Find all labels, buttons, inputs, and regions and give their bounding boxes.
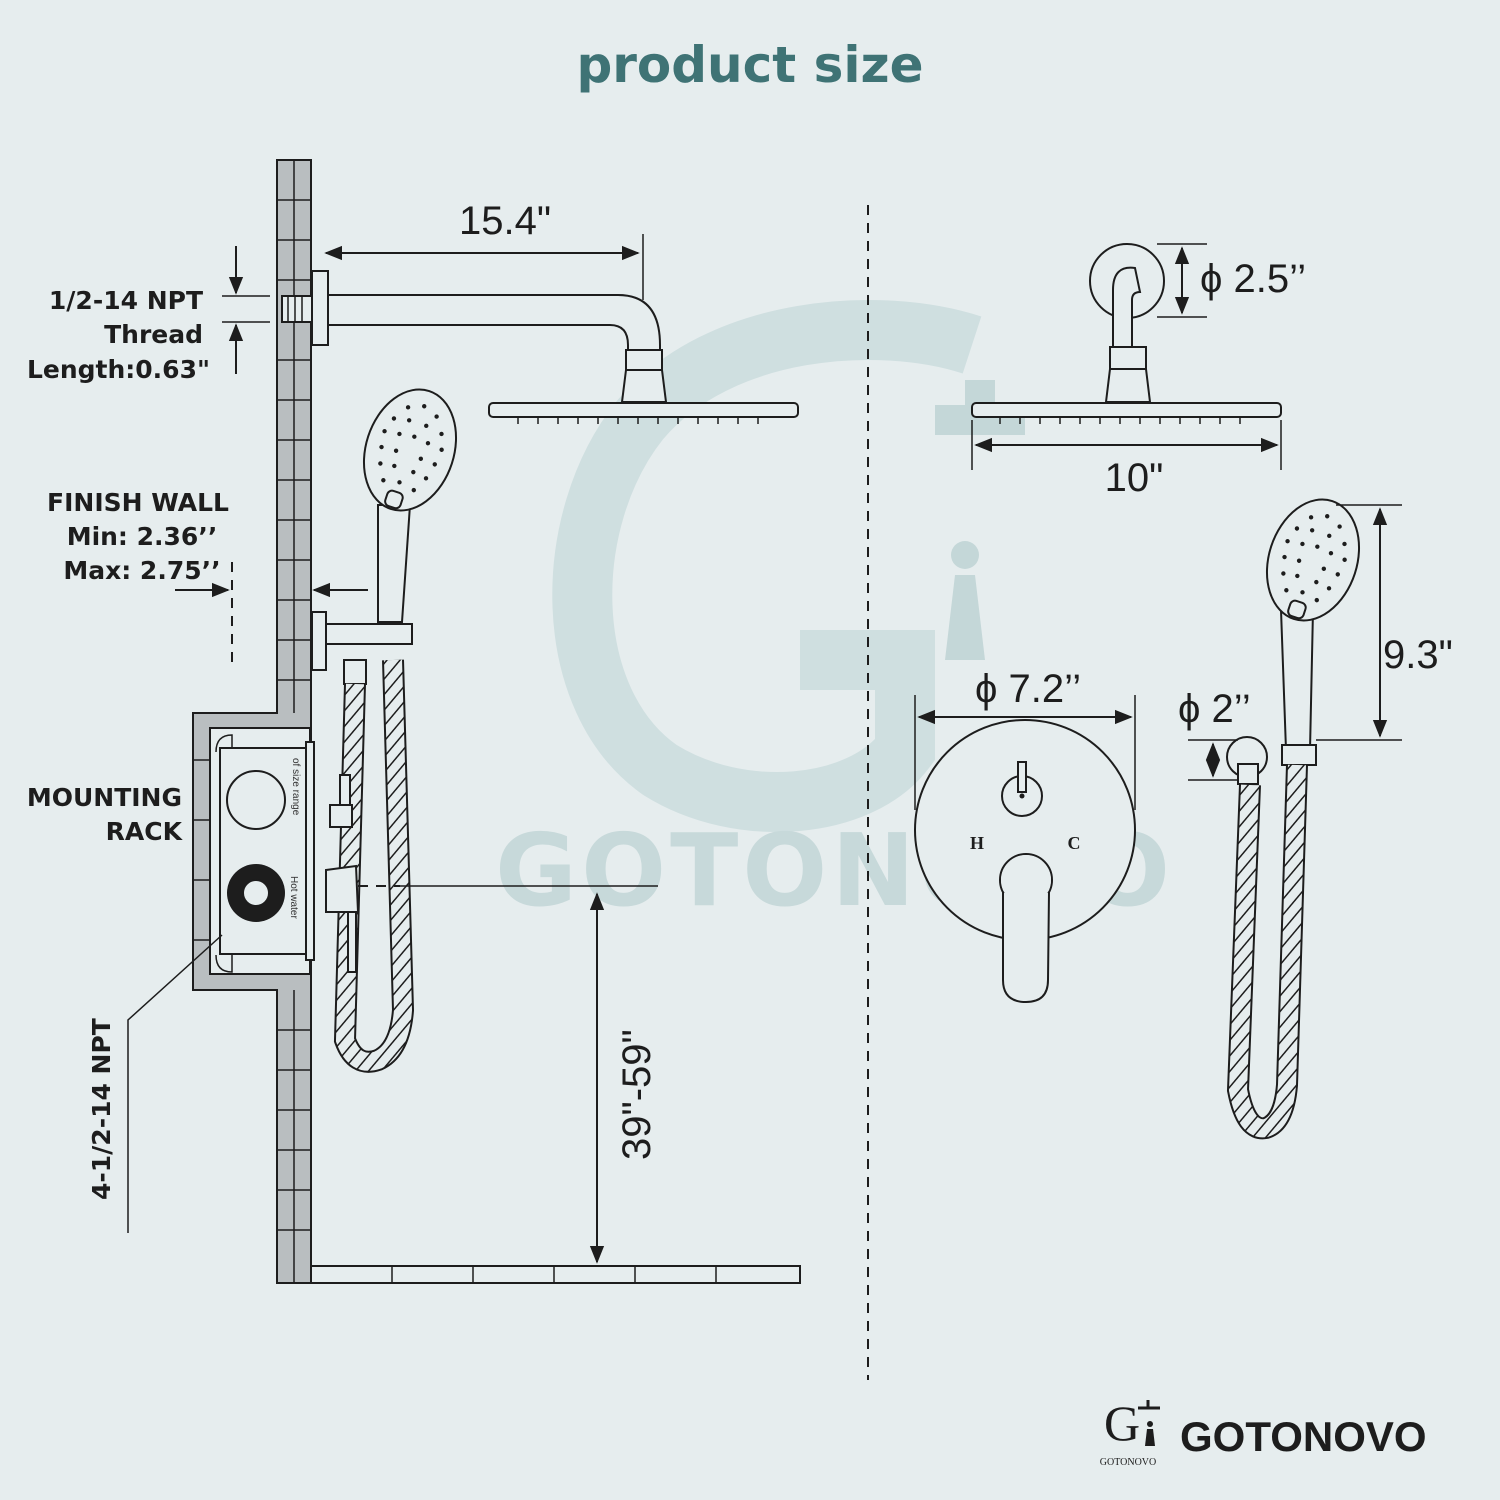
diverter-rod bbox=[339, 774, 351, 806]
arm-thread-lines bbox=[287, 296, 303, 322]
cold-label: C bbox=[1068, 833, 1081, 853]
height-range-label: 39"-59" bbox=[615, 1029, 659, 1160]
valve-port-top bbox=[226, 770, 286, 830]
arm-nut-front bbox=[1109, 346, 1147, 370]
valve-handle-side bbox=[325, 864, 360, 913]
holder-diameter-label: ϕ 2’’ bbox=[1178, 687, 1251, 731]
diverter-knob-dot bbox=[1019, 793, 1025, 799]
diverter-stem bbox=[329, 804, 353, 828]
arm-front bbox=[1112, 266, 1142, 351]
watermark-figure-body bbox=[945, 575, 985, 660]
trim-plate-front: H C ϕ 7.2’’ bbox=[914, 667, 1136, 1004]
finish-wall-label-3: Max: 2.75’’ bbox=[63, 556, 220, 585]
rack-clip-bottom bbox=[215, 954, 233, 973]
handheld-length-label: 9.3" bbox=[1383, 633, 1453, 677]
finish-wall-label-2: Min: 2.36’’ bbox=[67, 522, 218, 551]
arm-length-label: 15.4" bbox=[459, 199, 551, 243]
holder-front bbox=[1281, 744, 1317, 766]
valve-handle-lever bbox=[347, 911, 357, 973]
hot-label: H bbox=[970, 833, 984, 853]
flange-diameter-label: ϕ 2.5’’ bbox=[1200, 257, 1306, 301]
head-connector bbox=[620, 369, 668, 403]
height-dimension: 39"-59" bbox=[358, 885, 659, 1264]
handle-hub-fill bbox=[1001, 855, 1051, 905]
wall-section bbox=[192, 159, 801, 1284]
watermark-logo-g bbox=[552, 300, 982, 832]
watermark-figure-icon bbox=[951, 541, 979, 569]
rain-head-side bbox=[488, 402, 799, 418]
logo-letter: G bbox=[1104, 1395, 1140, 1451]
valve-note-1: of size range bbox=[290, 758, 301, 816]
rain-shower-side: 15.4" bbox=[281, 199, 799, 424]
page-title: product size bbox=[576, 36, 923, 94]
brand-logo: G GOTONOVO GOTONOVO bbox=[1100, 1395, 1427, 1468]
holder-flange bbox=[311, 611, 327, 671]
hose-side-texture bbox=[335, 659, 413, 1071]
head-width-label: 10" bbox=[1105, 456, 1164, 500]
inlet-leader bbox=[127, 934, 223, 1233]
arm-flange bbox=[311, 270, 329, 346]
inlet-label: 4-1/2-14 NPT bbox=[87, 1018, 116, 1200]
rain-shower-front: ϕ 2.5’’ 10" bbox=[971, 243, 1306, 500]
thread-dimension: 1/2-14 NPT Thread Length:0.63" bbox=[27, 246, 270, 384]
arm-thread bbox=[281, 295, 313, 323]
handheld-front-head bbox=[1265, 498, 1361, 622]
handheld-side-head bbox=[362, 388, 458, 512]
floor-tile-lines bbox=[391, 1266, 717, 1283]
mounting-rack-label-1: MOUNTING bbox=[27, 783, 182, 812]
finish-wall-dimension: FINISH WALL Min: 2.36’’ Max: 2.75’’ bbox=[47, 488, 368, 668]
arm-nut bbox=[625, 349, 663, 371]
finish-wall-label-1: FINISH WALL bbox=[47, 488, 229, 517]
shower-figure-logo-icon bbox=[1138, 1400, 1160, 1446]
shower-arm bbox=[327, 294, 661, 351]
valve-note-2: Hot water bbox=[288, 876, 299, 919]
holder-connector-front bbox=[1237, 763, 1259, 785]
handheld-front-handle bbox=[1279, 609, 1315, 751]
thread-label-2: Thread bbox=[104, 320, 203, 349]
floor bbox=[310, 1265, 801, 1284]
rack-plate bbox=[305, 741, 315, 961]
rain-head-front-nozzles bbox=[999, 417, 1241, 424]
thread-label-1: 1/2-14 NPT bbox=[49, 286, 203, 315]
handheld-side bbox=[311, 388, 458, 1073]
rack-clip-top bbox=[215, 734, 233, 753]
valve-port-bottom-inner bbox=[242, 879, 270, 907]
wall-tile-lines bbox=[193, 160, 311, 1283]
brand-name: GOTONOVO bbox=[1180, 1413, 1427, 1460]
hose-front-texture bbox=[1228, 764, 1306, 1138]
thread-label-3: Length:0.63" bbox=[27, 355, 210, 384]
rain-head-front bbox=[971, 402, 1282, 418]
valve-handle-front bbox=[1002, 891, 1051, 1004]
mounting-rack-label-2: RACK bbox=[106, 817, 184, 846]
logo-caption: GOTONOVO bbox=[1100, 1457, 1156, 1468]
diverter-knob-lever bbox=[1017, 761, 1027, 793]
rain-head-nozzles bbox=[517, 417, 759, 424]
handheld-side-handle bbox=[377, 504, 412, 623]
handheld-front: 9.3" ϕ 2’’ bbox=[1178, 498, 1453, 1140]
head-connector-front bbox=[1104, 368, 1152, 403]
holder-bar bbox=[325, 623, 413, 645]
valve-body-side: of size range Hot water MOUNTING RACK 4-… bbox=[27, 734, 360, 1233]
trim-diameter-label: ϕ 7.2’’ bbox=[975, 667, 1081, 711]
hose-connector bbox=[343, 659, 367, 685]
